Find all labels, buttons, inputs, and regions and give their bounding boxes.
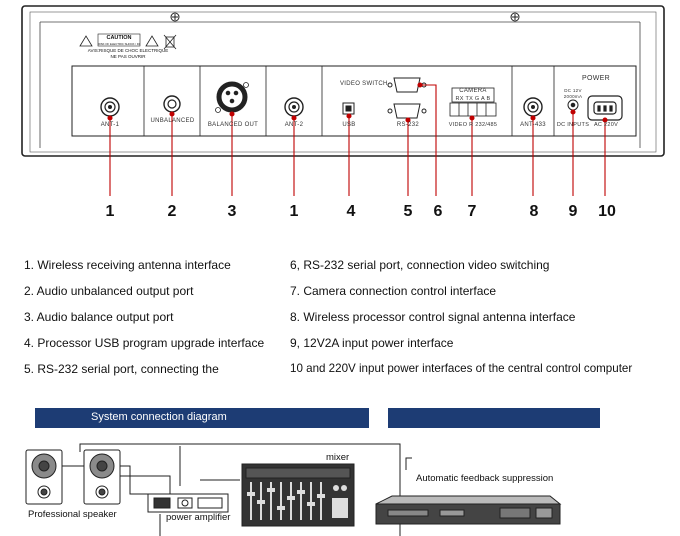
legend-item: 9, 12V2A input power interface: [290, 336, 454, 350]
weee-bin-icon: [163, 34, 177, 50]
usb-port-icon: [342, 102, 355, 115]
callout-number: 1: [105, 203, 115, 220]
callout-number: 3: [227, 203, 237, 220]
balanced-out-label: BALANCED OUT: [207, 122, 259, 128]
unbalanced-label: UNBALANCED: [150, 118, 195, 124]
callout-lines: [107, 82, 608, 196]
callout-number: 10: [598, 203, 616, 220]
ant1-label: ANT-1: [100, 122, 120, 128]
ac-label: AC 220V: [593, 122, 619, 128]
rs232-db9-icon: [387, 103, 427, 119]
screw-icon: [170, 12, 520, 22]
amplifier-label: power amplifier: [166, 512, 231, 523]
caution-title: CAUTION: [106, 35, 132, 41]
video-switch-label: VIDEO SWITCH: [340, 81, 388, 87]
feedback-suppressor-icon: [375, 495, 562, 525]
caution-line1: AVIS:RISQUE DE CHOC ELECTRIQUE: [87, 48, 169, 53]
ant1-connector-icon: [100, 97, 120, 117]
legend-item: 1. Wireless receiving antenna interface: [24, 258, 231, 272]
legend-item: 7. Camera connection control interface: [290, 284, 497, 298]
callout-number: 7: [467, 203, 477, 220]
ant433-label: ANT-433: [520, 122, 546, 128]
warning-triangle-icon: [79, 35, 159, 47]
secondary-header-bar: [388, 408, 600, 428]
callout-number: 1: [289, 203, 299, 220]
callout-number: 8: [529, 203, 539, 220]
callout-number: 6: [433, 203, 443, 220]
speaker-icon: [25, 449, 63, 505]
system-connection-title: System connection diagram: [91, 411, 227, 423]
ant2-label: ANT-2: [284, 122, 304, 128]
caution-line2: NE PAS OUVRIR: [110, 54, 146, 59]
camera-label: CAMERA: [459, 88, 487, 94]
xlr-connector-icon: [215, 81, 249, 113]
usb-label: USB: [342, 122, 356, 128]
mixer-label: mixer: [326, 452, 350, 463]
rs232-label: RS-232: [396, 122, 420, 128]
dc-spec1: DC 12V: [564, 88, 582, 93]
dc-spec2: 2000mA: [563, 94, 583, 99]
system-connection-bar: System connection diagram: [35, 408, 369, 428]
ant433-connector-icon: [523, 97, 543, 117]
power-label: POWER: [582, 75, 610, 82]
feedback-suppression-label: Automatic feedback suppression: [416, 473, 554, 484]
power-amplifier-icon: [147, 493, 229, 513]
dc-jack-icon: [567, 99, 579, 111]
camera-pins-label: RX TX G A B: [455, 96, 491, 102]
callout-number: 2: [167, 203, 177, 220]
legend-item: 10 and 220V input power interfaces of th…: [290, 362, 633, 375]
rear-panel-diagram: [21, 5, 665, 196]
callout-number: 5: [403, 203, 413, 220]
legend-item: 2. Audio unbalanced output port: [24, 284, 194, 298]
speaker-label: Professional speaker: [28, 509, 117, 520]
callout-number: 9: [568, 203, 578, 220]
mixer-icon: [241, 463, 355, 527]
ant2-connector-icon: [284, 97, 304, 117]
legend-item: 6, RS-232 serial port, connection video …: [290, 258, 550, 272]
video-rs-label: VIDEO R 232/485: [448, 122, 498, 128]
legend-item: 8. Wireless processor control signal ant…: [290, 310, 576, 324]
callout-number: 4: [346, 203, 356, 220]
unbalanced-jack-icon: [163, 95, 181, 113]
speaker-icon: [83, 449, 121, 505]
ac-socket-icon: [587, 95, 623, 121]
caution-subtitle: RISK OF ELECTRIC SHOCK / DO NOT OPEN: [98, 42, 140, 46]
system-connection-diagram: [25, 443, 562, 536]
legend-item: 5. RS-232 serial port, connecting the: [24, 362, 219, 376]
legend-item: 3. Audio balance output port: [24, 310, 174, 324]
legend-item: 4. Processor USB program upgrade interfa…: [24, 336, 265, 350]
dc-inputs-label: DC INPUTS: [556, 122, 590, 128]
